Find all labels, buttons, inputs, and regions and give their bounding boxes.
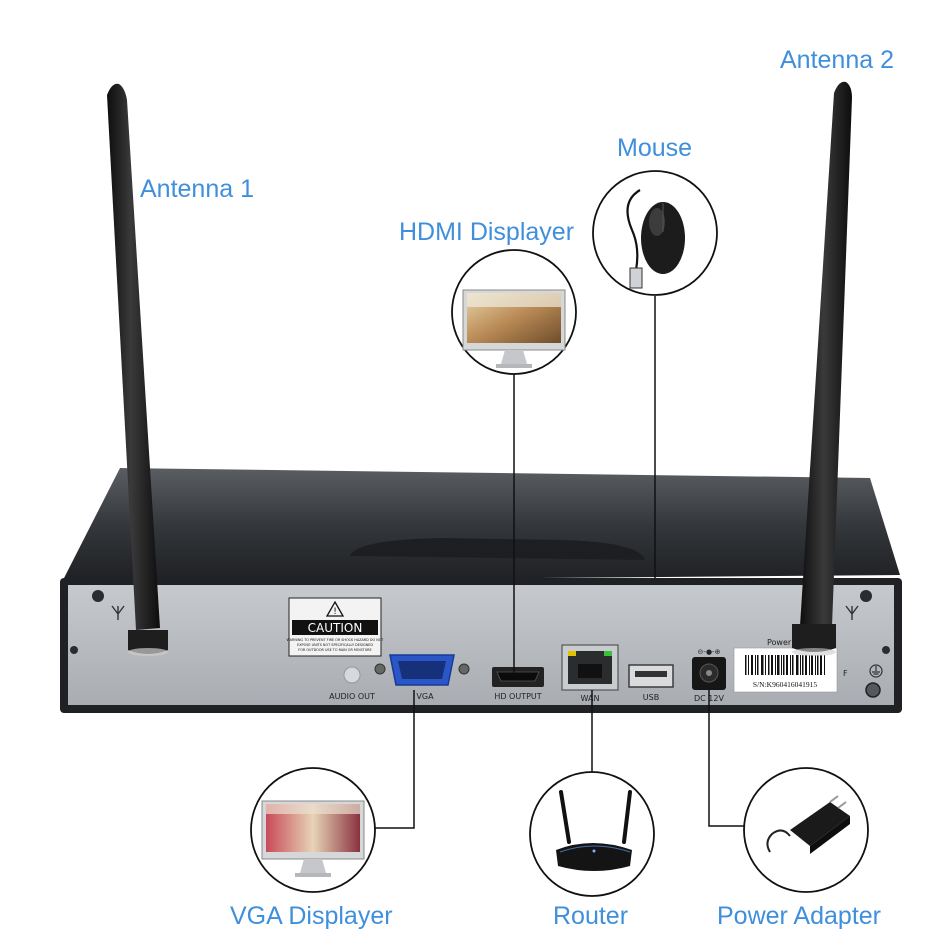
svg-text:!: ! — [333, 607, 337, 617]
screw — [882, 646, 890, 654]
antenna-symbol-icon — [845, 605, 859, 620]
caution-line-3: FOR OUTDOOR USE TO RAIN OR MOISTURE — [298, 648, 371, 652]
barcode — [745, 655, 825, 675]
router-image — [529, 771, 655, 897]
serial-number: S/N:K960416041915 — [753, 680, 817, 689]
callout-mouse: Mouse — [617, 134, 693, 162]
svg-text:⊝-●-⊕: ⊝-●-⊕ — [698, 648, 721, 656]
leader-line-vga — [374, 690, 415, 829]
power-label: Power — [767, 638, 792, 647]
hdmi-monitor-image — [451, 249, 577, 375]
antenna-symbol-icon — [111, 605, 125, 620]
mouse-image — [592, 170, 718, 296]
leader-line-power — [708, 690, 745, 827]
screw — [92, 590, 104, 602]
nvr-case: ! CAUTION WARNING TO PREVENT FIRE OR SHO… — [60, 468, 902, 713]
usb-port: USB — [628, 664, 674, 702]
caution-line-2: EXPOSE UNITS NOT SPECIFICALLY DESIGNED — [297, 643, 373, 647]
antenna-2 — [792, 81, 852, 656]
callout-antenna-2: Antenna 2 — [780, 46, 894, 74]
case-recess — [350, 538, 645, 560]
callout-antenna-1: Antenna 1 — [140, 175, 254, 203]
screw — [860, 590, 872, 602]
power-switch-mark: F — [843, 669, 848, 678]
leader-lines — [374, 296, 745, 829]
caution-title: CAUTION — [308, 621, 363, 635]
usb-label: USB — [643, 693, 659, 702]
callout-hdmi-displayer: HDMI Displayer — [399, 218, 575, 246]
ground-screw — [865, 682, 881, 698]
wan-port: WAN — [561, 644, 619, 703]
caution-line-1: WARNING TO PREVENT FIRE OR SHOCK HAZARD … — [287, 638, 385, 642]
wan-label: WAN — [581, 694, 600, 703]
callout-router: Router — [553, 902, 629, 930]
ground-symbol-icon — [869, 664, 883, 678]
power-adapter-image — [743, 767, 869, 893]
vga-monitor-image — [250, 767, 376, 893]
vga-port: VGA — [374, 654, 470, 701]
audio-out-port: AUDIO OUT — [329, 666, 375, 701]
caution-label: ! CAUTION WARNING TO PREVENT FIRE OR SHO… — [287, 597, 385, 657]
hdmi-port: HD OUTPUT — [492, 667, 544, 701]
callout-vga-displayer: VGA Displayer — [230, 902, 393, 930]
audio-out-label: AUDIO OUT — [329, 692, 375, 701]
case-top — [62, 468, 900, 582]
vga-label: VGA — [416, 692, 434, 701]
callout-power-adapter: Power Adapter — [717, 902, 881, 930]
screw — [70, 646, 78, 654]
hd-output-label: HD OUTPUT — [494, 692, 541, 701]
antenna-1 — [107, 83, 168, 656]
